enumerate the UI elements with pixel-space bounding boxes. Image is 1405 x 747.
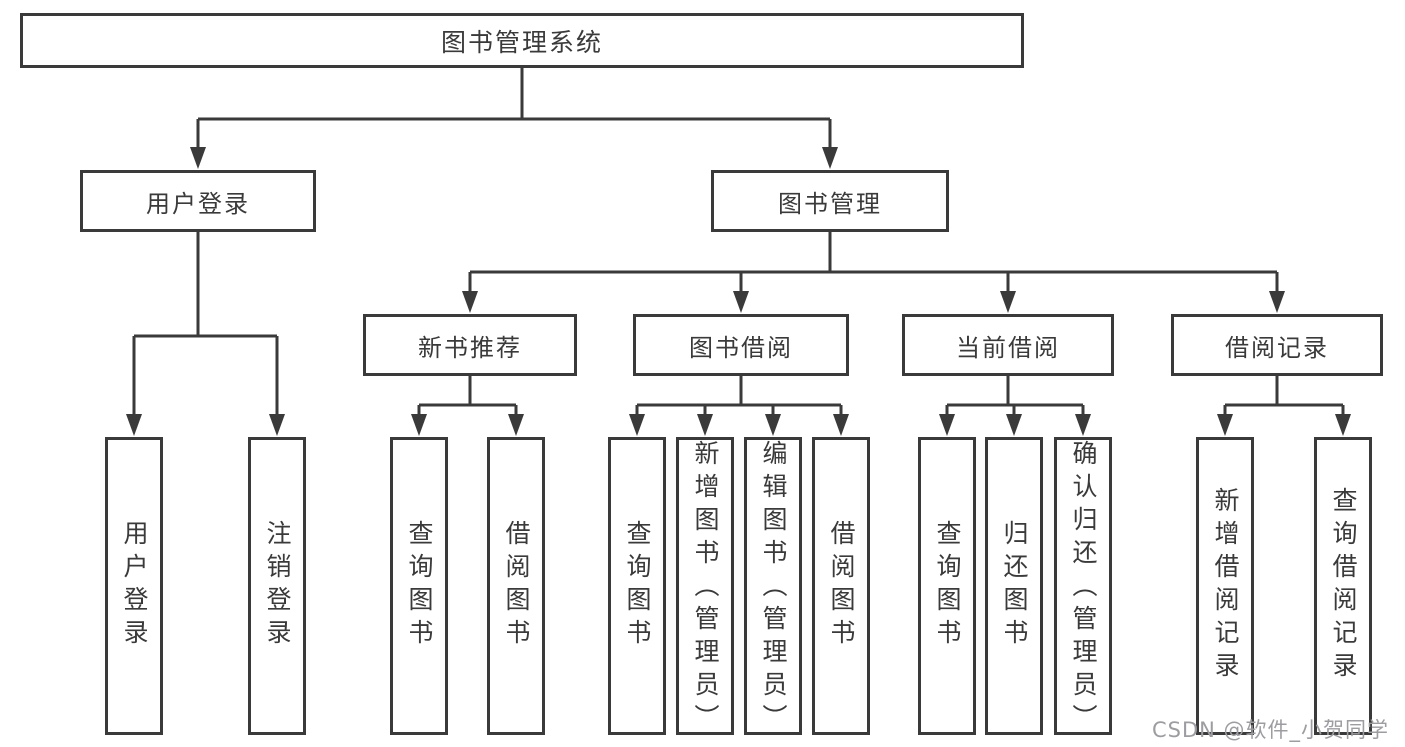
node-label: 用户登录 <box>146 189 250 218</box>
node-label: 新增借阅记录 <box>1211 487 1240 685</box>
leaf-query-books-current: 查询图书 <box>918 437 976 735</box>
leaf-query-borrow-record: 查询借阅记录 <box>1314 437 1372 735</box>
leaf-logout: 注销登录 <box>248 437 306 735</box>
arrowheads <box>126 147 1351 436</box>
node-label: 用户登录 <box>120 520 149 652</box>
leaf-query-books-borrow: 查询图书 <box>608 437 666 735</box>
node-book-management: 图书管理 <box>711 170 949 232</box>
node-label: 新书推荐 <box>418 333 522 362</box>
node-current-borrow: 当前借阅 <box>902 314 1114 376</box>
node-label: 新增图书（管理员） <box>691 440 720 737</box>
node-label: 查询图书 <box>933 520 962 652</box>
leaf-return-books: 归还图书 <box>985 437 1043 735</box>
node-label: 借阅图书 <box>502 520 531 652</box>
leaf-confirm-return-admin: 确认归还（管理员） <box>1054 437 1112 737</box>
connector-userlogin-to-leaves <box>132 232 279 415</box>
connector-bookmgmt-to-level3 <box>468 232 1279 292</box>
node-label: 注销登录 <box>263 520 292 652</box>
connector-records-to-leaves <box>1223 376 1345 416</box>
leaf-query-books-recommend: 查询图书 <box>390 437 448 735</box>
node-borrow-records: 借阅记录 <box>1171 314 1383 376</box>
node-label: 图书管理 <box>778 189 882 218</box>
connector-currentborrow-to-leaves <box>945 376 1085 416</box>
node-label: 借阅记录 <box>1225 333 1329 362</box>
node-label: 当前借阅 <box>956 333 1060 362</box>
node-label: 查询图书 <box>405 520 434 652</box>
node-label: 归还图书 <box>1000 520 1029 652</box>
connector-bookborrow-to-leaves <box>635 376 843 416</box>
node-label: 借阅图书 <box>827 520 856 652</box>
leaf-edit-books-admin: 编辑图书（管理员） <box>744 437 802 737</box>
connector-newbook-to-leaves <box>417 376 518 416</box>
node-label: 确认归还（管理员） <box>1069 440 1098 737</box>
node-library-management-system: 图书管理系统 <box>20 13 1024 68</box>
leaf-user-login: 用户登录 <box>105 437 163 735</box>
leaf-borrow-books-recommend: 借阅图书 <box>487 437 545 735</box>
node-book-borrow: 图书借阅 <box>633 314 849 376</box>
node-label: 编辑图书（管理员） <box>759 440 788 737</box>
leaf-add-borrow-record: 新增借阅记录 <box>1196 437 1254 735</box>
node-user-login: 用户登录 <box>80 170 316 232</box>
leaf-add-books-admin: 新增图书（管理员） <box>676 437 734 737</box>
node-label: 查询图书 <box>623 520 652 652</box>
node-label: 图书借阅 <box>689 333 793 362</box>
leaf-borrow-books: 借阅图书 <box>812 437 870 735</box>
node-label: 查询借阅记录 <box>1329 487 1358 685</box>
connector-root-to-level2 <box>196 68 832 150</box>
node-label: 图书管理系统 <box>440 27 603 57</box>
csdn-watermark: CSDN @软件_小贺同学 <box>1152 718 1390 742</box>
node-new-book-recommend: 新书推荐 <box>363 314 577 376</box>
